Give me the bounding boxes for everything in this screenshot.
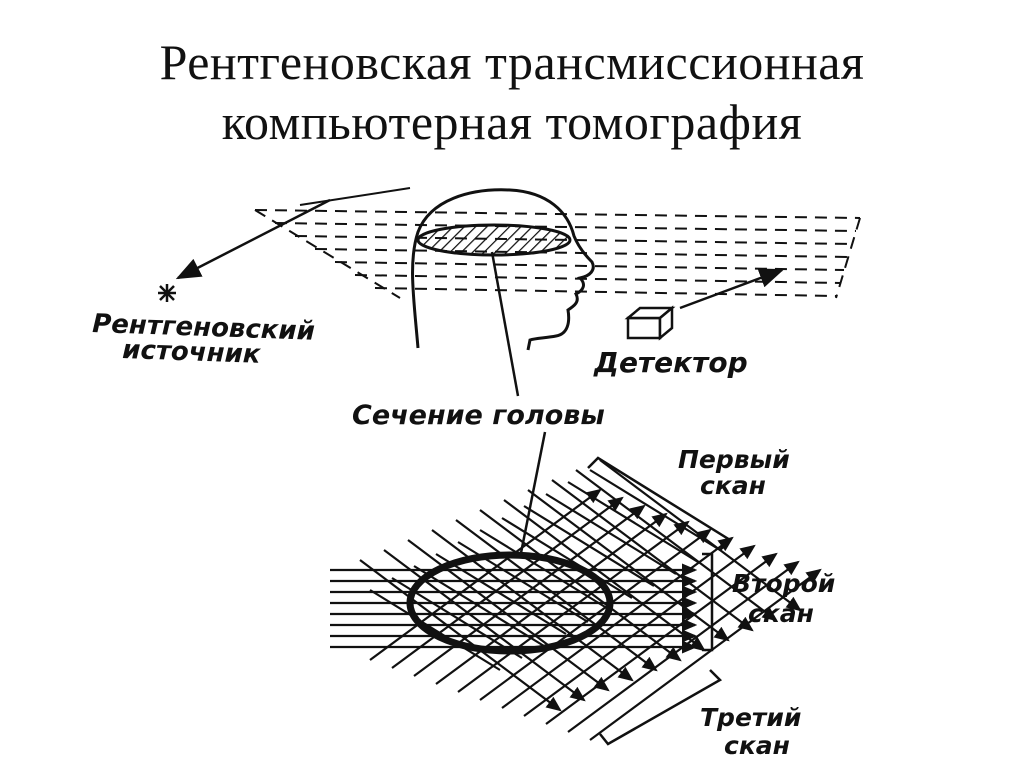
label-source-line-2: источник (122, 335, 263, 370)
title-line-2: компьютерная томография (221, 94, 803, 150)
plane-edge-left (254, 209, 401, 299)
label-second-scan-line-1: Второй (732, 569, 835, 598)
head-section-slice (416, 223, 572, 257)
scan-line-diagonal-b (391, 496, 624, 669)
scan-lines (330, 459, 822, 741)
scan-line-diagonal-b (545, 552, 778, 725)
scan-line-diagonal-a (503, 499, 706, 652)
source-track (299, 187, 411, 206)
x-ray-source-icon (158, 284, 176, 302)
plane-dash-line (314, 248, 849, 258)
head-outline (411, 188, 595, 351)
source-motion-arrow (175, 198, 331, 280)
leader-line-scan (518, 431, 547, 559)
leader-line-head (490, 251, 520, 397)
scan-line-diagonal-b (369, 488, 602, 661)
scan-plane (254, 209, 861, 299)
label-third-scan-line-2: скан (724, 731, 790, 760)
scan-line-diagonal-a (431, 529, 634, 682)
label-second-scan-line-2: скан (748, 599, 814, 628)
scan-line-diagonal-b (523, 544, 756, 717)
scan-line-first (501, 517, 633, 599)
plane-dash-line (274, 222, 857, 232)
scan-line-diagonal-b (435, 512, 668, 685)
scan-line-first (545, 493, 677, 575)
scan-line-diagonal-b (413, 504, 646, 677)
title-line-1: Рентгеновская трансмиссионная (159, 34, 865, 90)
scan-line-diagonal-b (457, 520, 690, 693)
scan-line-diagonal-a (551, 479, 754, 632)
scan-line-diagonal-b (589, 568, 822, 741)
first-scan-bracket (587, 456, 732, 551)
scan-line-diagonal-b (501, 536, 734, 709)
scan-line-first (435, 553, 567, 635)
scan-line-first (413, 565, 545, 647)
scan-line-diagonal-a (359, 559, 562, 712)
scan-line-diagonal-a (575, 469, 778, 622)
label-detector: Детектор (593, 346, 748, 379)
scan-line-first (567, 481, 699, 563)
plane-edge-right (835, 217, 861, 299)
label-head-section: Сечение головы (352, 400, 605, 431)
label-first-scan-line-2: скан (700, 471, 766, 500)
scan-line-diagonal-b (479, 528, 712, 701)
detector-motion-arrow (679, 268, 785, 310)
detector-icon (624, 305, 676, 341)
scan-line-diagonal-a (479, 509, 682, 662)
plane-dash-line (294, 235, 853, 245)
second-scan-bracket (702, 552, 714, 652)
scan-line-first (369, 589, 501, 671)
cross-section-ellipse (406, 551, 614, 655)
scan-line-diagonal-b (567, 560, 800, 733)
plane-dash-line (374, 287, 837, 297)
label-third-scan-line-1: Третий (700, 703, 801, 732)
third-scan-bracket (599, 669, 723, 746)
plane-dash-line (254, 209, 861, 219)
label-first-scan-line-1: Первый (678, 445, 790, 474)
